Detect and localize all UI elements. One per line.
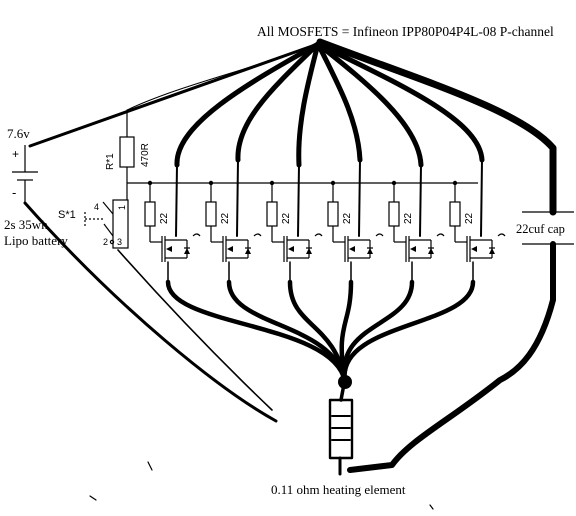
- gate-resistor-r1: [119, 110, 478, 184]
- gate-resistor-2: [205, 201, 217, 227]
- r1-value-label: 470R: [140, 143, 151, 167]
- drain-wire-1: [174, 41, 321, 168]
- switch-symbol: [84, 183, 129, 249]
- stray-mark-3: [429, 504, 434, 510]
- gate-resistor-value: 22: [220, 212, 231, 224]
- battery-plus-label: +: [12, 147, 19, 161]
- r1-ref-label: R*1: [105, 153, 116, 170]
- battery-desc-line1: 2s 35wh: [4, 217, 48, 232]
- capacitor-label: 22cuf cap: [516, 222, 565, 236]
- mosfet-4: [344, 233, 384, 262]
- mosfet-stage-3: 22: [266, 164, 323, 283]
- heating-element-label: 0.11 ohm heating element: [271, 482, 406, 497]
- gate-resistor-4: [327, 201, 339, 227]
- drain-wire-6: [315, 41, 485, 163]
- gate-resistor-6: [449, 201, 461, 227]
- source-wire-1: [165, 279, 348, 385]
- mosfet-3: [283, 233, 323, 262]
- battery-voltage-label: 7.6v: [7, 126, 30, 141]
- mosfet-stage-4: 22: [327, 159, 384, 283]
- switch-pin-top: 4: [94, 202, 99, 212]
- gate-resistor-3: [266, 201, 278, 227]
- mosfet-stage-5: 22: [388, 164, 445, 283]
- battery-symbol: [12, 145, 38, 203]
- gate-resistor-value: 22: [342, 212, 353, 224]
- gate-resistor-value: 22: [403, 212, 414, 224]
- mosfet-stage-2: 22: [205, 159, 262, 283]
- capacitor-symbol: [522, 211, 574, 245]
- battery-desc-line2: Lipo battery: [4, 233, 68, 248]
- gate-resistor-value: 22: [281, 212, 292, 224]
- r1-pin-label: 1: [117, 205, 127, 210]
- stray-mark-1: [147, 461, 153, 471]
- drain-wire-3: [296, 41, 321, 168]
- switch-ref-label: S*1: [58, 209, 76, 221]
- drain-wire-2: [235, 41, 321, 163]
- gate-resistor-value: 22: [159, 212, 170, 224]
- source-wire-6: [342, 279, 476, 385]
- mosfet-2: [222, 233, 262, 262]
- hand-drawn-wiring: [23, 38, 557, 473]
- gate-resistor-5: [388, 201, 400, 227]
- drain-wire-4: [315, 41, 363, 163]
- mosfet-stage-6: 22: [449, 159, 506, 283]
- mosfet-6: [466, 233, 506, 262]
- source-wire-5: [341, 279, 415, 385]
- diagram-title: All MOSFETS = Infineon IPP80P04P4L-08 P-…: [257, 24, 554, 39]
- drain-wire-5: [315, 41, 424, 168]
- gate-resistor-value: 22: [464, 212, 475, 224]
- switch-pin-left: 2: [103, 237, 108, 247]
- heating-element-symbol: [328, 398, 354, 476]
- source-wire-2: [226, 279, 348, 385]
- switch-pin-right: 3: [117, 237, 122, 247]
- gate-resistor-1: [144, 201, 156, 227]
- mosfet-stage-1: 22: [144, 164, 201, 283]
- battery-minus-label: -: [12, 185, 16, 200]
- mosfet-5: [405, 233, 445, 262]
- mosfet-1: [161, 233, 201, 262]
- mosfet-stages: 22 22 22 22 22 22: [144, 159, 506, 283]
- stray-mark-2: [89, 495, 97, 501]
- source-wire-3: [287, 279, 348, 385]
